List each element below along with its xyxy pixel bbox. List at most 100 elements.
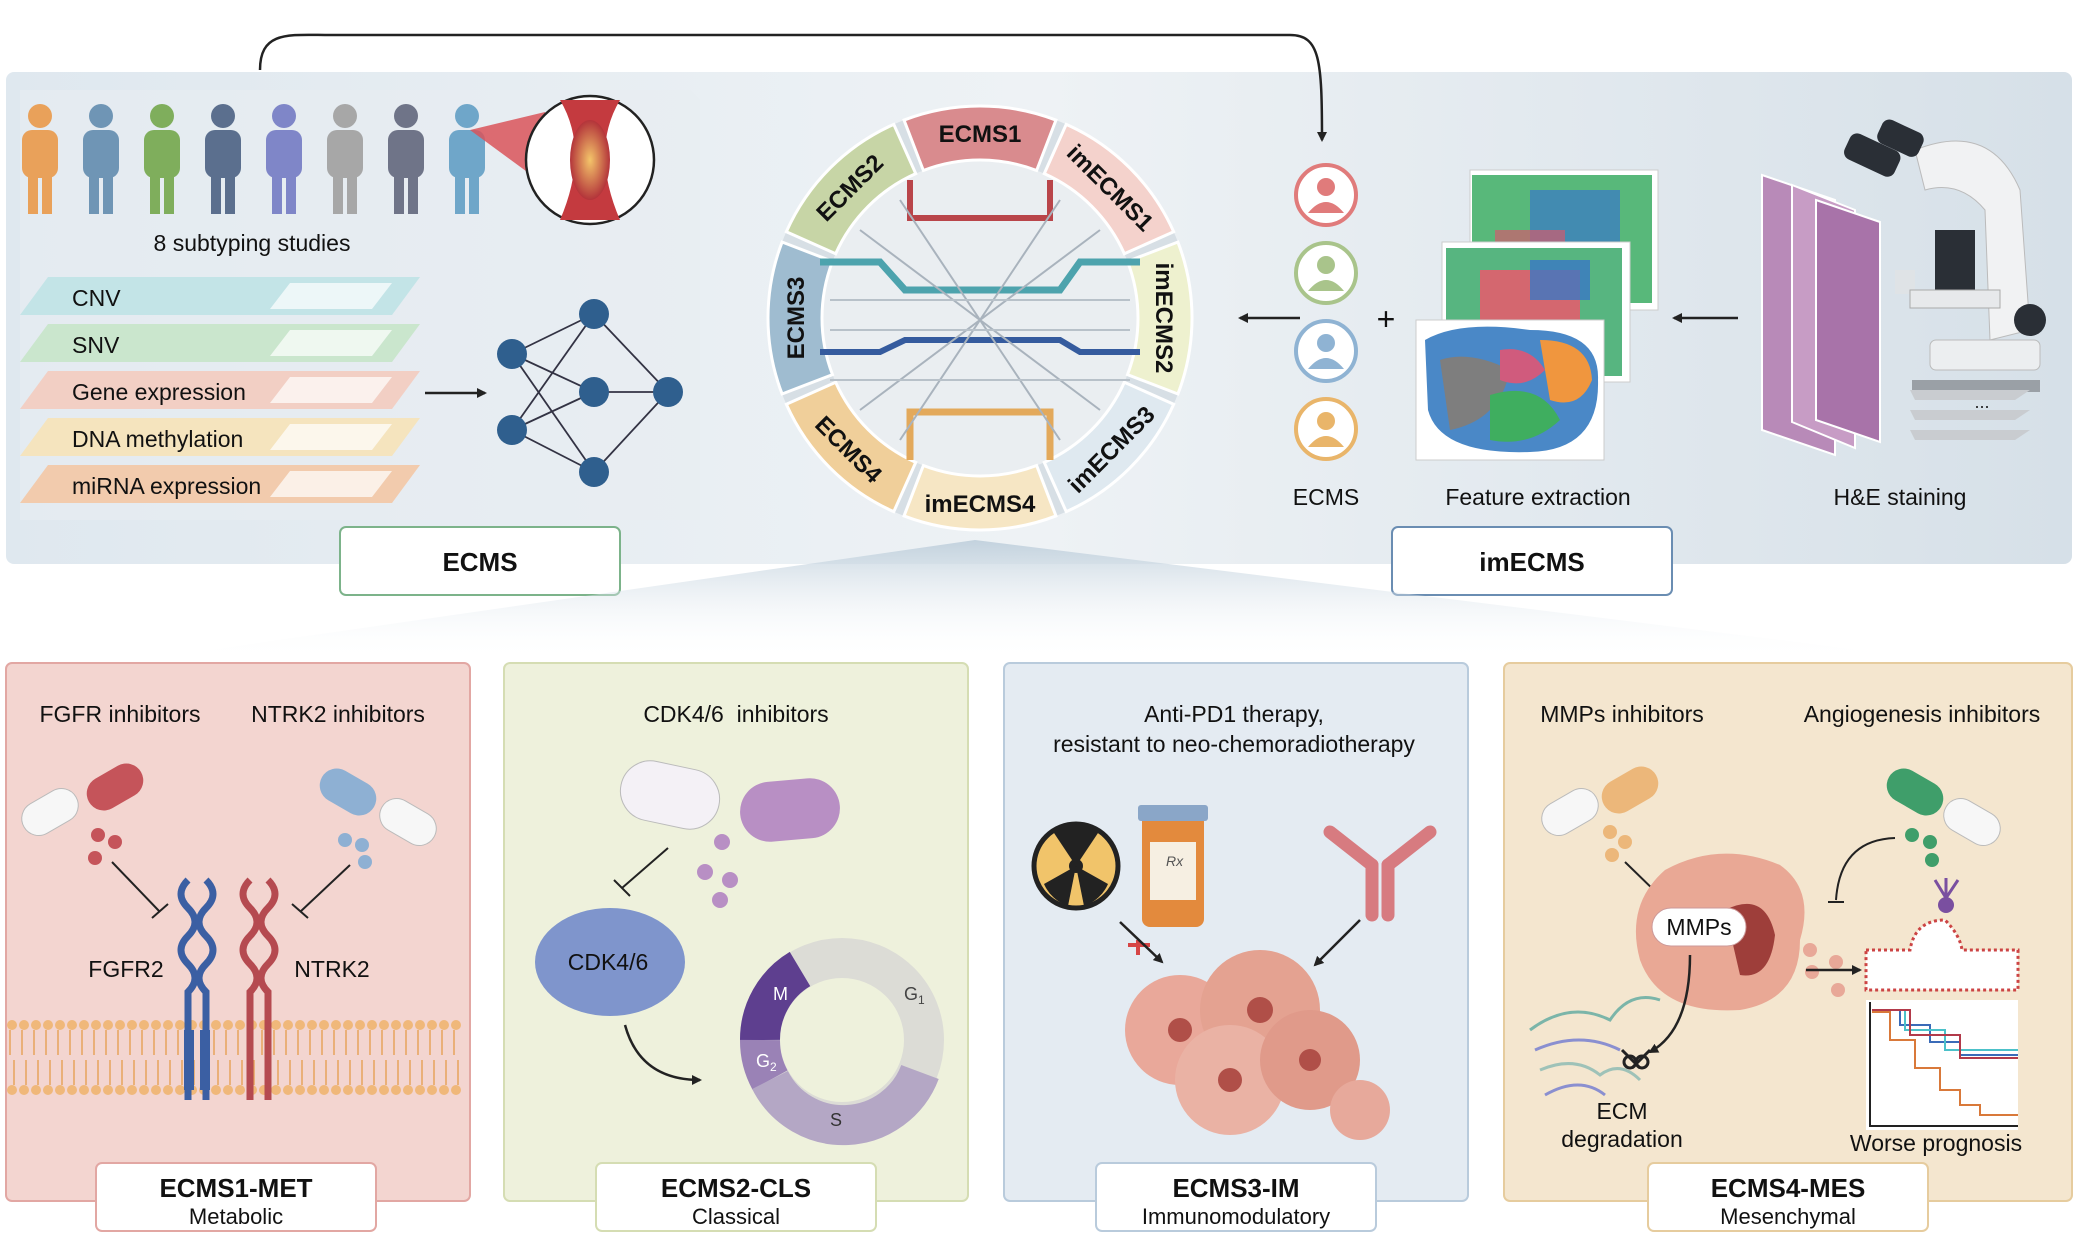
imecms-box	[1391, 526, 1673, 596]
chemo-arrow	[1119, 921, 1164, 964]
ring-segment-label: ECMS3	[783, 277, 810, 360]
panel-ecms4-title-box	[1647, 1162, 1929, 1232]
cdk-inhibition-line	[613, 847, 669, 897]
person-icon	[449, 104, 485, 214]
omics-layer-label: miRNA expression	[72, 473, 261, 499]
ring-segment-label: imECMS2	[1150, 263, 1177, 374]
panel-ecms4: MMPs inhibitors Angiogenesis inhibitors	[1503, 662, 2073, 1232]
panel-ecms1-subtitle: Metabolic	[189, 1204, 283, 1229]
omics-layer-label: SNV	[72, 332, 120, 358]
mmps-inhibitor-pill-icon	[1541, 766, 1659, 862]
slides-ellipsis: ...	[1974, 392, 1989, 412]
mmps-to-ecm-arrow	[1648, 954, 1692, 1054]
angiogenesis-inhibitors-label: Angiogenesis inhibitors	[1804, 701, 2041, 727]
antibody-arrow	[1313, 919, 1361, 967]
panel-ecms2: CDK4/6 inhibitors CDK4/6 M G1 G2 S	[503, 662, 969, 1232]
phase-m-label: M	[773, 984, 788, 1004]
ring-segment-label: imECMS4	[925, 491, 1036, 518]
ecms-subtype-icons	[1294, 163, 1358, 461]
ecm-fibers-icon	[1529, 996, 1661, 1097]
phase-g1-label: G1	[904, 984, 925, 1007]
ecms-box	[339, 526, 621, 596]
ntrk2-inhibitors-label: NTRK2 inhibitors	[251, 701, 425, 727]
person-icon	[205, 104, 241, 214]
blood-vessel-icon	[1864, 878, 2020, 992]
omics-layer: CNV	[20, 277, 420, 315]
tumor-cell-cluster-icon	[1125, 950, 1390, 1140]
panel-ecms4-subtitle: Mesenchymal	[1720, 1204, 1856, 1229]
ntrk2-inhibitor-pill-icon	[319, 768, 437, 869]
worse-prognosis-label: Worse prognosis	[1850, 1130, 2022, 1156]
panel-ecms1-title-box	[95, 1162, 377, 1232]
omics-layer: Gene expression	[20, 371, 420, 409]
panel-ecms2-subtitle: Classical	[692, 1204, 780, 1229]
subtype-person-icon	[1294, 397, 1358, 461]
panel-ecms1-title: ECMS1-MET	[159, 1173, 312, 1203]
neural-network-icon	[497, 299, 683, 487]
feature-extraction-maps	[1415, 169, 1659, 461]
person-icon	[83, 104, 119, 214]
secreted-factors	[1803, 943, 1845, 997]
ntrk2-label: NTRK2	[294, 956, 369, 982]
he-slides	[1761, 173, 1881, 457]
cdk46-inhibitor-capsule-icon	[619, 760, 840, 908]
panel-ecms4-title: ECMS4-MES	[1711, 1173, 1866, 1203]
degradation-label: degradation	[1561, 1126, 1683, 1152]
fgfr-inhibitors-label: FGFR inhibitors	[39, 701, 200, 727]
panel-ecms3: Anti-PD1 therapy, resistant to neo-chemo…	[1003, 662, 1469, 1232]
subtype-panels: FGFR inhibitors NTRK2 inhibitors	[5, 662, 2073, 1232]
microscope-icon	[1844, 119, 2046, 440]
person-icon	[22, 104, 58, 214]
rx-label: Rx	[1166, 853, 1184, 869]
ring-segment: imECMS4	[902, 463, 1058, 532]
radiation-icon	[1031, 821, 1121, 911]
subtype-person-icon	[1294, 163, 1358, 227]
phase-s-label: S	[830, 1110, 842, 1130]
tumor-vessel-magnifier	[470, 94, 656, 226]
person-icon	[388, 104, 424, 214]
feature-extraction-label: Feature extraction	[1445, 484, 1630, 510]
imecms-box-label: imECMS	[1479, 547, 1584, 577]
omics-layer-label: CNV	[72, 285, 121, 311]
person-icon	[327, 104, 363, 214]
cdk-to-cycle-arrow	[623, 1024, 702, 1085]
phase-g2-label: G2	[756, 1051, 777, 1074]
subtype-person-icon	[1294, 241, 1358, 305]
fgfr-inhibitor-pill-icon	[21, 763, 144, 865]
angiogenesis-inhibitor-pill-icon	[1886, 768, 2001, 867]
panel-ecms3-title-box	[1095, 1162, 1377, 1232]
mmps-label: MMPs	[1666, 914, 1731, 940]
ring-segment: imECMS2	[1125, 240, 1194, 396]
scissors-icon	[1620, 1048, 1652, 1070]
antibody-icon	[1323, 825, 1437, 922]
cell-cycle-ring	[739, 938, 944, 1146]
omics-layer: SNV	[20, 324, 420, 362]
resistance-cross-icon	[1128, 940, 1150, 955]
studies-label: 8 subtyping studies	[154, 230, 351, 256]
fgfr2-label: FGFR2	[88, 956, 163, 982]
survival-plot-icon	[1866, 1000, 2018, 1130]
ring-segment: ECMS3	[766, 240, 835, 396]
mmps-badge	[1651, 907, 1747, 947]
therapy-line1: Anti-PD1 therapy,	[1144, 701, 1324, 727]
chemotherapy-bottle-icon	[1138, 805, 1208, 927]
ring-segment: ECMS4	[784, 380, 918, 514]
plus-sign: +	[1377, 301, 1396, 337]
mmps-inhibitors-label: MMPs inhibitors	[1540, 701, 1704, 727]
therapy-line2: resistant to neo-chemoradiotherapy	[1053, 731, 1415, 757]
circuit-lines	[820, 180, 1140, 460]
ecm-label: ECM	[1596, 1098, 1647, 1124]
subtype-ring: ECMS1imECMS1imECMS2imECMS3imECMS4ECMS4EC…	[766, 104, 1194, 532]
he-staining-label: H&E staining	[1834, 484, 1967, 510]
panel-ecms2-title-box	[595, 1162, 877, 1232]
ring-segment: ECMS2	[784, 122, 918, 256]
panel-ecms3-title: ECMS3-IM	[1172, 1173, 1299, 1203]
cdk46-label: CDK4/6	[568, 949, 649, 975]
fgfr2-receptor-icon	[177, 877, 217, 1100]
fan-connector	[140, 540, 1940, 660]
panel-ecms1: FGFR inhibitors NTRK2 inhibitors	[5, 662, 471, 1232]
feedback-arrow	[258, 33, 1327, 142]
ring-segment: ECMS1	[902, 104, 1058, 173]
